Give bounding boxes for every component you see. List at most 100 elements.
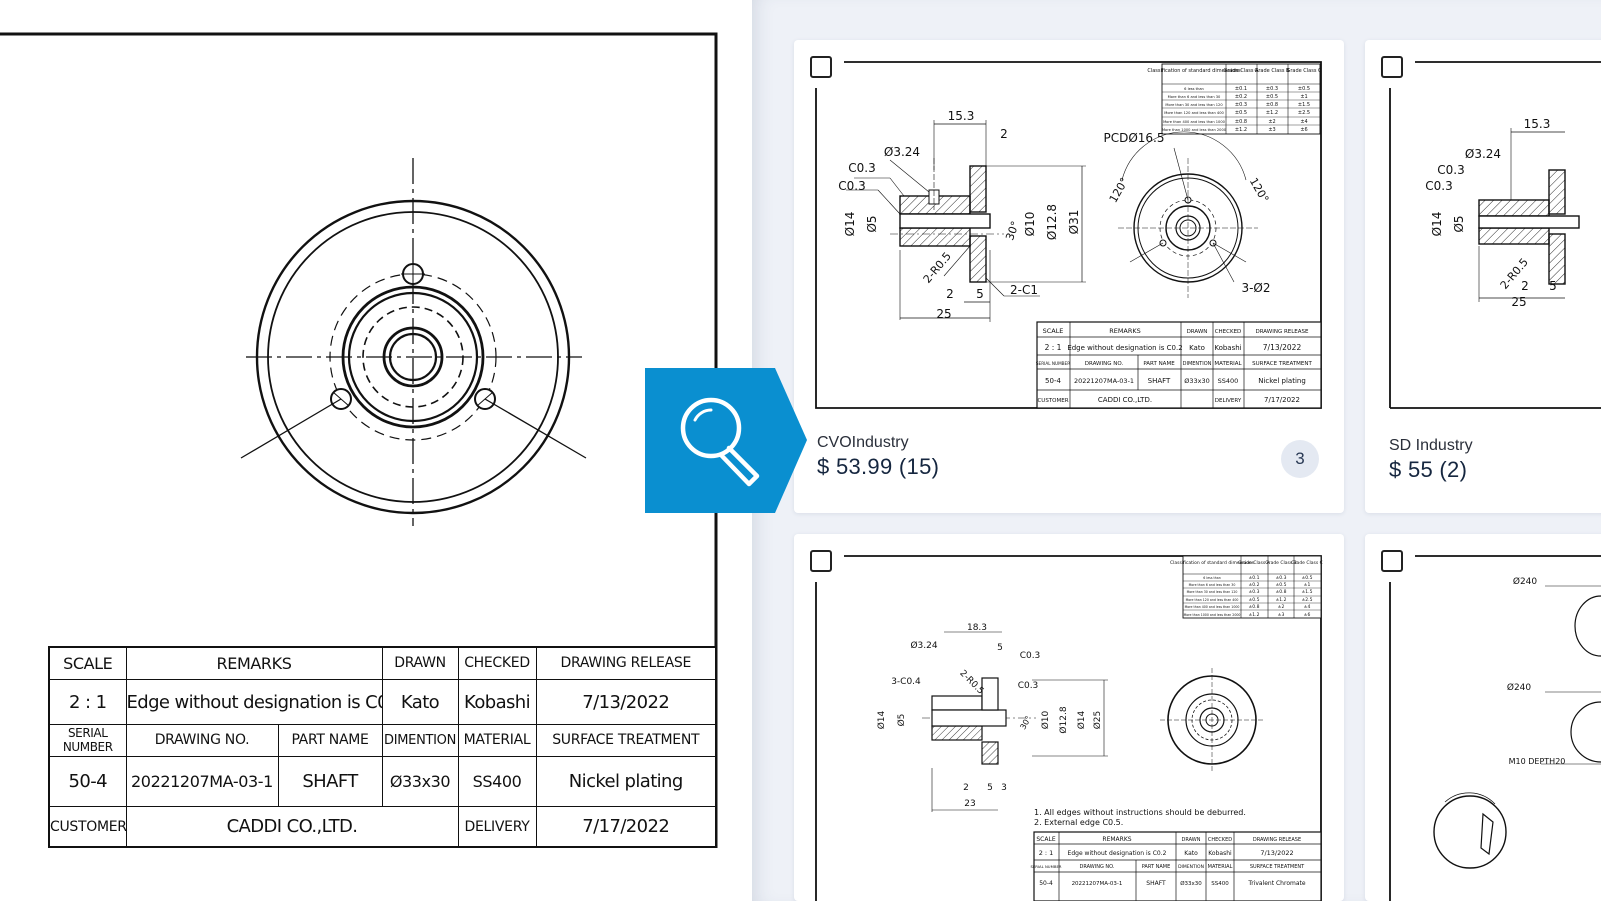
svg-text:±1: ±1: [1304, 582, 1311, 588]
svg-text:±4: ±4: [1304, 604, 1311, 610]
result-card[interactable]: Ø240 Ø240 M10 DEPTH20: [1365, 534, 1601, 901]
svg-text:CHECKED: CHECKED: [1208, 837, 1232, 843]
svg-text:REMARKS: REMARKS: [1102, 836, 1131, 843]
svg-text:20221207MA-03-1: 20221207MA-03-1: [1072, 881, 1123, 887]
svg-text:±0.2: ±0.2: [1235, 94, 1247, 100]
svg-text:±3: ±3: [1278, 612, 1285, 618]
svg-text:±0.3: ±0.3: [1276, 575, 1287, 581]
svg-text:More than 1000 and less than 2: More than 1000 and less than 2000: [1162, 128, 1227, 132]
front-view: PCDØ16.5 120° 120° 3-Ø2: [1103, 131, 1271, 298]
svg-text:6 less than: 6 less than: [1203, 576, 1220, 580]
svg-text:±0.5: ±0.5: [1235, 110, 1247, 116]
svg-text:SERIAL NUMBER: SERIAL NUMBER: [1036, 361, 1070, 366]
result-card[interactable]: 15.3 Ø3.24 C0.3 C0.3 Ø14 Ø5 2-R0.5 2 5 2…: [1365, 40, 1601, 513]
tb-checked-label: CHECKED: [457, 646, 537, 680]
tb-customer-label: CUSTOMER: [48, 806, 127, 848]
tb-customer: CADDI CO.,LTD.: [125, 806, 459, 848]
dim-pcd: PCDØ16.5: [1103, 131, 1164, 145]
svg-text:±0.3: ±0.3: [1249, 589, 1260, 595]
svg-text:5: 5: [987, 783, 993, 793]
svg-text:REMARKS: REMARKS: [1109, 327, 1141, 335]
svg-text:±0.3: ±0.3: [1266, 86, 1278, 92]
svg-text:SURFACE TREATMENT: SURFACE TREATMENT: [1250, 864, 1305, 870]
svg-text:2: 2: [963, 783, 969, 793]
select-checkbox[interactable]: [1381, 550, 1403, 572]
tb-remarks: Edge without designation is C0.2: [125, 678, 383, 726]
svg-text:2-R0.5: 2-R0.5: [957, 669, 985, 697]
tb-dimention: Ø33x30: [381, 755, 459, 808]
hub-outer-circle: [341, 285, 485, 429]
svg-text:More than 400 and less than 10: More than 400 and less than 1000: [1185, 605, 1240, 609]
flange-inner-circle: [267, 211, 559, 503]
svg-text:MATERIAL: MATERIAL: [1214, 361, 1242, 367]
svg-text:±1.2: ±1.2: [1276, 597, 1287, 603]
tb-drawing-no: 20221207MA-03-1: [125, 755, 279, 808]
note-1: 1. All edges without instructions should…: [1034, 808, 1246, 817]
dim-d14: Ø14: [843, 212, 857, 237]
svg-text:3: 3: [1001, 783, 1007, 793]
svg-text:Ø14: Ø14: [876, 710, 887, 729]
select-checkbox[interactable]: [1381, 56, 1403, 78]
svg-text:More than 1000 and less than 2: More than 1000 and less than 2000: [1184, 613, 1241, 617]
dim-bottom-2: 2: [946, 287, 954, 301]
dim-15-3: 15.3: [948, 109, 975, 123]
svg-text:DELIVERY: DELIVERY: [1215, 398, 1242, 404]
svg-text:5: 5: [1549, 279, 1557, 293]
svg-text:30°: 30°: [1018, 714, 1033, 731]
svg-text:15.3: 15.3: [1524, 117, 1551, 131]
result-card[interactable]: Classification of standard dimensions Gr…: [794, 40, 1344, 513]
result-drawing: Classification of standard dimensions Gr…: [815, 555, 1323, 901]
search-button[interactable]: [645, 368, 807, 513]
svg-text:20221207MA-03-1: 20221207MA-03-1: [1074, 377, 1134, 385]
svg-text:PART NAME: PART NAME: [1143, 361, 1175, 367]
dim-d5: Ø5: [865, 215, 879, 232]
svg-text:50-4: 50-4: [1045, 377, 1061, 385]
svg-text:More than 120 and less than 40: More than 120 and less than 400: [1164, 111, 1224, 115]
tb-delivery-label: DELIVERY: [457, 806, 537, 848]
svg-text:C0.3: C0.3: [1437, 163, 1464, 177]
svg-text:Nickel plating: Nickel plating: [1258, 377, 1306, 385]
outer-flange-circle: [255, 199, 571, 515]
result-card[interactable]: Classification of standard dimensions Gr…: [794, 534, 1344, 901]
tb-surface-label: SURFACE TREATMENT: [535, 724, 717, 757]
dim-2-r0-5: 2-R0.5: [921, 250, 954, 286]
svg-text:Kobashi: Kobashi: [1214, 344, 1241, 352]
svg-text:Ø5: Ø5: [1452, 215, 1466, 232]
tb-part-name-label: PART NAME: [277, 724, 383, 757]
dim-bottom-25: 25: [936, 307, 951, 321]
tol-header-0: Classification of standard dimensions: [1147, 68, 1241, 74]
select-checkbox[interactable]: [810, 56, 832, 78]
svg-text:2: 2: [1521, 279, 1529, 293]
front-view: [1160, 668, 1264, 772]
result-drawing: 15.3 Ø3.24 C0.3 C0.3 Ø14 Ø5 2-R0.5 2 5 2…: [1389, 61, 1601, 409]
svg-text:Ø25: Ø25: [1092, 711, 1103, 730]
tb-scale: 2 : 1: [48, 678, 127, 726]
svg-text:More than 6 and less than 30: More than 6 and less than 30: [1168, 95, 1221, 99]
mini-title-block: SCALE REMARKS DRAWN CHECKED DRAWING RELE…: [1036, 321, 1322, 409]
svg-text:Edge without designation is C0: Edge without designation is C0.2: [1067, 344, 1182, 352]
svg-text:PART NAME: PART NAME: [1142, 864, 1171, 870]
angle-ray-right: [484, 398, 587, 459]
dim-d10: Ø10: [1023, 212, 1037, 237]
dim-c0-3-a: C0.3: [848, 161, 875, 175]
svg-text:More than 400 and less than 10: More than 400 and less than 1000: [1163, 120, 1226, 124]
select-checkbox[interactable]: [810, 550, 832, 572]
svg-text:DRAWN: DRAWN: [1187, 329, 1208, 335]
svg-text:7/13/2022: 7/13/2022: [1260, 849, 1293, 857]
dim-d3-24: Ø3.24: [884, 145, 920, 159]
svg-text:±1.5: ±1.5: [1298, 102, 1310, 108]
svg-text:SCALE: SCALE: [1043, 327, 1064, 335]
svg-text:±2: ±2: [1268, 119, 1275, 125]
count-badge[interactable]: 3: [1281, 440, 1319, 478]
svg-text:±0.8: ±0.8: [1249, 604, 1260, 610]
hub-ring-circle: [347, 291, 479, 423]
svg-text:CHECKED: CHECKED: [1215, 329, 1242, 335]
tol-header-2: Grade Class B: [1254, 68, 1290, 74]
svg-text:DRAWING RELEASE: DRAWING RELEASE: [1253, 837, 1301, 843]
company-name[interactable]: SD Industry: [1389, 437, 1473, 454]
company-name[interactable]: CVOIndustry: [817, 434, 909, 451]
svg-text:DRAWN: DRAWN: [1182, 837, 1201, 843]
svg-text:7/13/2022: 7/13/2022: [1263, 343, 1302, 352]
svg-text:SCALE: SCALE: [1036, 836, 1055, 843]
price: $ 53.99 (15): [817, 454, 940, 479]
